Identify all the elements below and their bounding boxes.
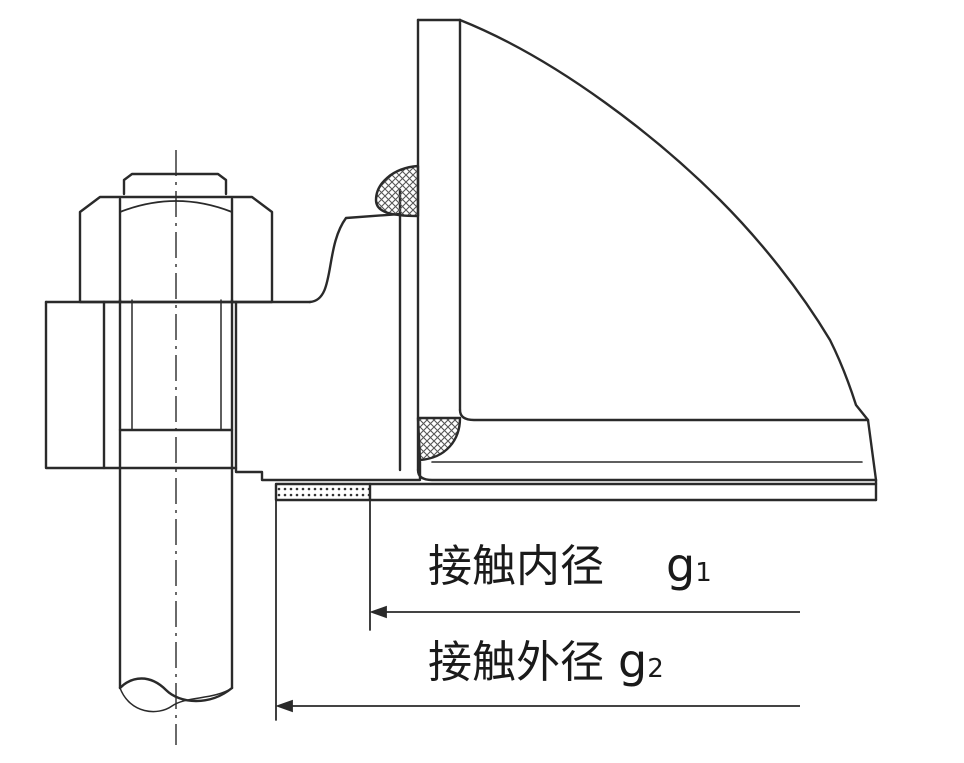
- label-inner-symbol: g: [666, 538, 696, 592]
- gasket: [274, 482, 372, 502]
- label-outer-symbol: g: [618, 634, 648, 688]
- label-outer-text: 接触外径: [428, 637, 604, 688]
- dimension-g2: [275, 699, 800, 713]
- mating-flange-face: [368, 478, 878, 502]
- dimension-g1: [369, 605, 800, 619]
- extension-lines: [275, 483, 371, 721]
- label-inner-subscript: 1: [695, 558, 712, 588]
- vessel-plate: [416, 18, 878, 482]
- label-inner-text: 接触内径: [428, 541, 604, 592]
- flange: [44, 188, 422, 482]
- weld-bead-bottom: [416, 416, 462, 462]
- weld-bead-top: [374, 164, 420, 218]
- bolt-shaft: [118, 298, 234, 713]
- label-outer-subscript: 2: [647, 654, 664, 684]
